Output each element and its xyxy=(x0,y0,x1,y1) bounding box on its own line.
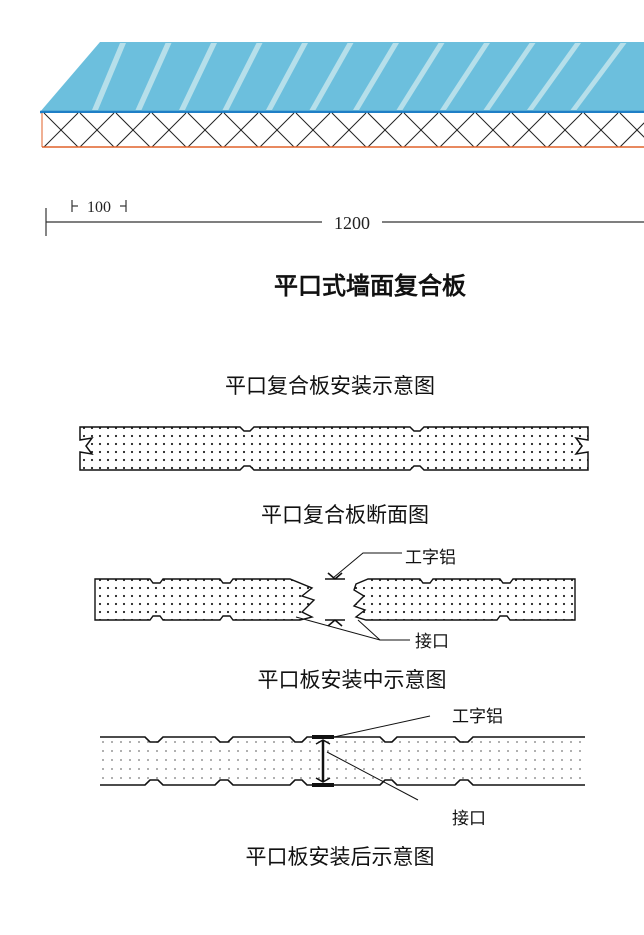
right-panel xyxy=(352,578,576,621)
left-panel xyxy=(94,578,316,621)
dimension-line xyxy=(45,200,644,236)
during-install-diagram xyxy=(94,552,576,641)
during-install-title: 平口板安装中示意图 xyxy=(258,668,447,692)
panel-rib xyxy=(440,43,490,110)
panel-rib xyxy=(396,43,445,110)
panel-rib xyxy=(222,43,263,110)
panel-rib xyxy=(527,43,581,110)
panel-rib xyxy=(135,43,172,110)
aluminum-i-profile-icon xyxy=(312,735,334,787)
panel-rib xyxy=(92,43,126,110)
during-joint-label: 接口 xyxy=(415,632,449,652)
panel-foam-core xyxy=(42,113,644,147)
panel-rib xyxy=(353,43,399,110)
after-install-diagram xyxy=(100,715,585,801)
after-install-title: 平口板安装后示意图 xyxy=(246,845,435,869)
main-title: 平口式墙面复合板 xyxy=(274,272,467,300)
during-aluminum-label: 工字铝 xyxy=(405,548,456,568)
panel-rib xyxy=(309,43,354,110)
foam-crosshatch xyxy=(43,112,644,148)
aluminum-i-profile-icon xyxy=(325,572,345,627)
panel-ribs xyxy=(92,43,627,110)
install-diagram-title: 平口复合板安装示意图 xyxy=(225,374,435,398)
panel-rib xyxy=(266,43,308,110)
panel-cross-section xyxy=(79,426,589,471)
panel-3d-illustration xyxy=(40,42,644,148)
panel-rib xyxy=(483,43,536,110)
panel-rib xyxy=(179,43,217,110)
dimension-rib-spacing: 100 xyxy=(87,199,111,216)
section-title: 平口复合板断面图 xyxy=(261,503,429,527)
after-joint-label: 接口 xyxy=(452,809,486,829)
panel-rib xyxy=(570,43,627,110)
dimension-panel-width: 1200 xyxy=(334,213,370,233)
after-aluminum-label: 工字铝 xyxy=(452,707,503,727)
